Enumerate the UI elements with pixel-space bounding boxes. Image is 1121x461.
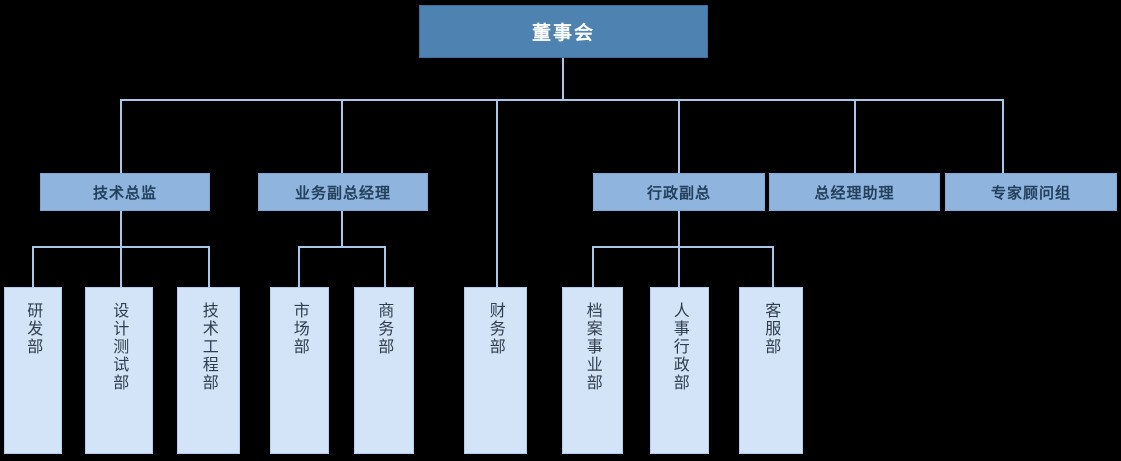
node-label: 设计测试部 [110,302,130,392]
node-label: 技术总监 [92,183,157,202]
connector-admin-vp-stem [678,211,680,248]
connector-drop-admin-vp [678,99,680,173]
node-label: 专家顾问组 [990,183,1071,202]
connector-drop-archive-dept [592,246,594,287]
node-finance-dept[interactable]: 财务部 [464,287,527,454]
connector-drop-tech-director [120,99,122,173]
node-label: 人事行政部 [670,302,690,392]
node-expert-advisory-group[interactable]: 专家顾问组 [945,173,1117,211]
node-label: 业务副总经理 [294,183,391,202]
node-tech-director[interactable]: 技术总监 [40,173,210,211]
connector-business-vp-bus [298,246,386,248]
node-label: 档案事业部 [583,302,603,392]
node-label: 商务部 [375,302,395,356]
node-market-dept[interactable]: 市场部 [270,287,329,454]
node-rd-dept[interactable]: 研发部 [4,287,62,454]
connector-drop-business-vp [341,99,343,173]
connector-drop-customer-service-dept [772,246,774,287]
node-business-vp[interactable]: 业务副总经理 [258,173,428,211]
node-gm-assistant[interactable]: 总经理助理 [769,173,940,211]
connector-drop-finance-dept [496,99,498,287]
node-customer-service-dept[interactable]: 客服部 [739,287,803,454]
node-hr-admin-dept[interactable]: 人事行政部 [650,287,709,454]
node-label: 市场部 [290,302,310,356]
connector-drop-rd-dept [32,246,34,287]
node-archive-business-dept[interactable]: 档案事业部 [562,287,623,454]
connector-drop-market-dept [298,246,300,287]
connector-level2-bus [120,99,1004,101]
node-admin-vp[interactable]: 行政副总 [593,173,765,211]
node-commerce-dept[interactable]: 商务部 [354,287,414,454]
connector-drop-design-test-dept [120,246,122,287]
node-label: 总经理助理 [814,183,895,202]
node-design-test-dept[interactable]: 设计测试部 [85,287,153,454]
connector-drop-commerce-dept [384,246,386,287]
connector-business-vp-stem [341,211,343,248]
connector-root-drop [562,58,564,100]
connector-drop-tech-eng-dept [208,246,210,287]
node-tech-engineering-dept[interactable]: 技术工程部 [177,287,240,454]
connector-admin-vp-bus [592,246,774,248]
node-label: 董事会 [531,22,595,44]
node-label: 客服部 [762,302,782,356]
node-label: 行政副总 [646,183,711,202]
connector-drop-gm-assistant [854,99,856,173]
connector-drop-expert-group [1002,99,1004,173]
connector-tech-director-stem [120,211,122,248]
node-label: 财务部 [486,302,506,356]
node-board-of-directors[interactable]: 董事会 [419,5,708,58]
node-label: 研发部 [24,302,44,356]
node-label: 技术工程部 [199,302,219,392]
connector-drop-hr-admin-dept [678,246,680,287]
